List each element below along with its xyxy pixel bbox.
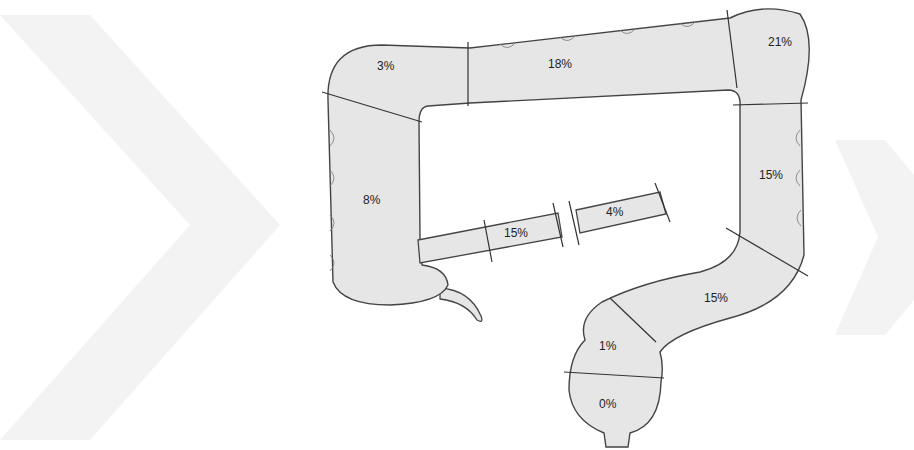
small-intestine [576,192,666,233]
segment-percent: 3% [377,59,394,73]
segment-percent: 4% [606,205,623,219]
segment-percent: 15% [759,168,783,182]
small-intestine [418,213,562,263]
segment-percent: 8% [363,193,380,207]
segment-percent: 1% [599,339,616,353]
segment-percent: 15% [504,226,528,240]
haustra-marks [330,21,801,271]
segment-percent: 18% [548,57,572,71]
large-intestine [328,9,809,447]
segment-dividers [322,10,808,378]
appendix [440,288,482,321]
segment-percent: 21% [768,35,792,49]
segment-percent: 0% [599,397,616,411]
watermark-chevron [0,15,280,440]
watermark-chevron [835,140,914,335]
segment-percent: 15% [704,291,728,305]
